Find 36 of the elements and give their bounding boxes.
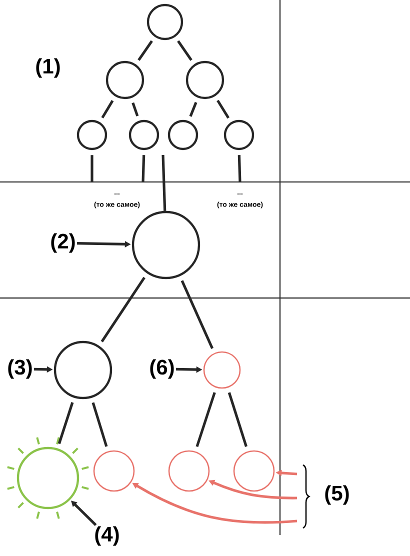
circle [93,450,135,492]
circle [186,60,224,100]
circle [168,120,198,150]
callout-number: (5) [325,485,349,505]
connector-line [177,40,192,61]
connector-line [162,154,166,211]
circle [168,450,210,492]
connector-line [189,102,198,117]
connector-line [216,100,230,119]
callout-number: (3) [8,359,32,379]
connector-line [100,276,146,342]
callout-number: (4) [95,526,119,546]
circle [146,4,184,40]
callout-number: (6) [150,359,174,379]
connector-line [180,280,214,349]
connector-line [58,402,74,444]
connector-line [132,102,139,116]
circle [233,450,275,492]
circle [54,340,112,400]
connector-line [138,40,153,61]
connector-line [90,155,94,182]
circle [132,210,200,280]
connector-line [92,402,108,447]
connector-line [196,392,216,448]
connector-line [101,100,114,118]
connector-line [142,155,146,182]
circle [76,120,108,150]
circle [106,60,144,100]
connector-line [228,392,248,447]
connector-line [238,155,242,182]
circle [128,120,160,150]
circle [203,351,241,389]
callout-number: (1) [36,58,60,78]
glowing-circle [6,436,90,520]
circle [224,120,254,150]
callout-number: (2) [51,233,75,253]
